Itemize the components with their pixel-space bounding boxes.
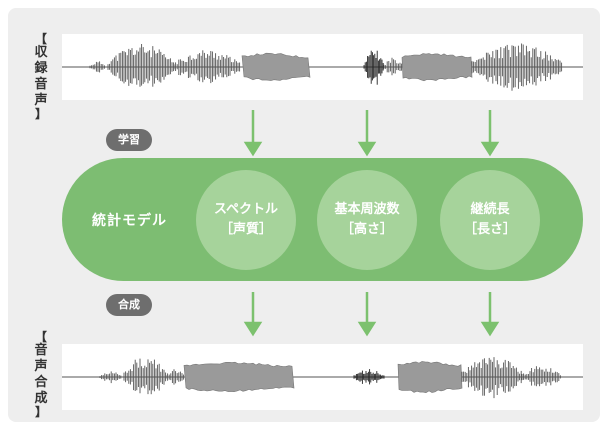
recorded-waveform xyxy=(62,43,583,91)
synth-char-1: 音 xyxy=(34,343,48,358)
feature-spectrum-note: ［声質］ xyxy=(219,222,272,237)
synth-label-close: 】 xyxy=(34,405,47,419)
recorded-waveform-marks xyxy=(62,43,583,91)
arrow-synth-duration xyxy=(480,292,500,337)
learning-pill: 学習 xyxy=(106,129,152,151)
recorded-char-2: 録 xyxy=(34,61,48,76)
feature-spectrum-name: スペクトル xyxy=(213,202,279,217)
arrow-learn-duration xyxy=(480,110,500,157)
waveform-envelope xyxy=(397,361,463,394)
arrow-synth-f0 xyxy=(357,292,377,337)
synth-waveform-box xyxy=(62,344,583,410)
recorded-char-1: 収 xyxy=(34,45,48,60)
recorded-speech-label: 【 収 録 音 声 】 xyxy=(33,32,49,121)
arrow-synth-spectrum xyxy=(243,292,263,337)
feature-f0-circle: 基本周波数 ［高さ］ xyxy=(317,170,417,270)
feature-spectrum-circle: スペクトル ［声質］ xyxy=(196,170,296,270)
waveform-envelope xyxy=(241,52,311,81)
synthesis-pill: 合成 xyxy=(106,294,152,316)
synth-label-open: 【 xyxy=(34,330,47,344)
synth-char-2: 声 xyxy=(34,359,48,374)
synth-char-3: 合 xyxy=(34,375,48,390)
synth-char-4: 成 xyxy=(34,391,48,406)
synth-waveform-marks xyxy=(62,357,583,399)
feature-f0-note: ［高さ］ xyxy=(340,222,393,237)
feature-f0-name: 基本周波数 xyxy=(334,202,400,217)
recorded-char-3: 音 xyxy=(34,77,48,92)
arrow-learn-spectrum xyxy=(243,110,263,157)
feature-duration-name: 継続長 xyxy=(470,202,510,217)
recorded-char-4: 声 xyxy=(34,93,48,108)
feature-duration-circle: 継続長 ［長さ］ xyxy=(440,170,540,270)
model-title: 統計モデル xyxy=(92,213,167,229)
waveform-envelope xyxy=(183,361,295,393)
synthesized-waveform xyxy=(62,357,583,399)
recorded-label-open: 【 xyxy=(34,32,47,46)
feature-duration-note: ［長さ］ xyxy=(463,222,516,237)
recorded-label-close: 】 xyxy=(34,107,47,121)
recorded-waveform-box xyxy=(62,34,583,100)
arrow-learn-f0 xyxy=(357,110,377,157)
arrow-group xyxy=(243,110,500,337)
synth-speech-label: 【 音 声 合 成 】 xyxy=(33,330,49,419)
waveform-envelope xyxy=(401,53,473,82)
